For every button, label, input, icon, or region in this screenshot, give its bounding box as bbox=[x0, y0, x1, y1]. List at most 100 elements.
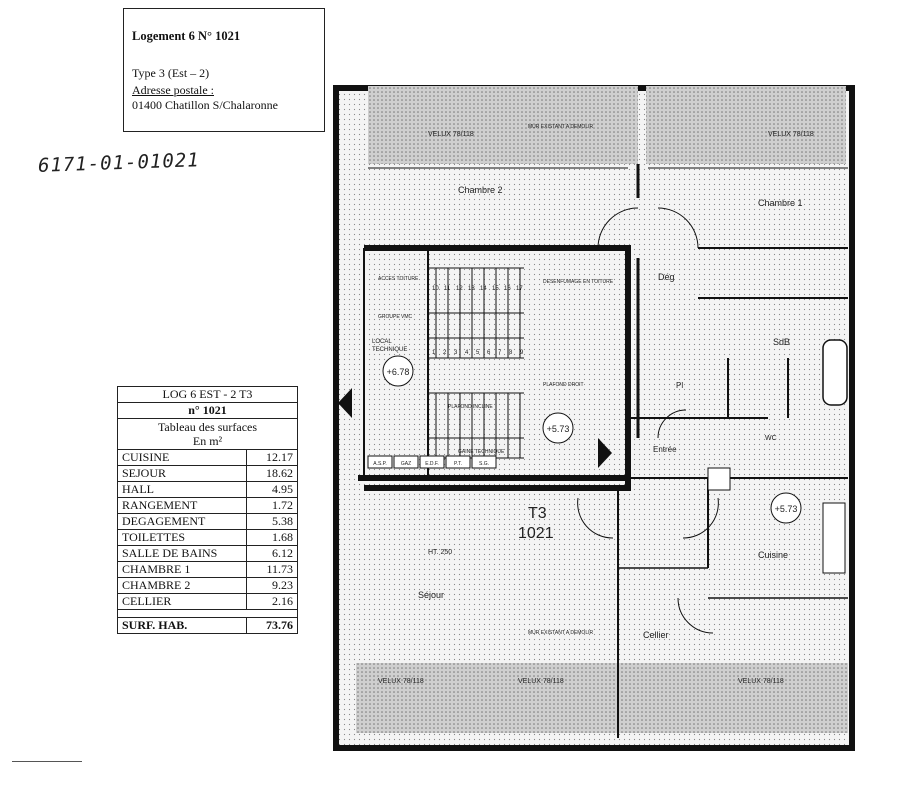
level-circle-3 bbox=[770, 492, 802, 524]
dwelling-type: Type 3 (Est – 2) bbox=[132, 66, 210, 80]
meter-box bbox=[367, 455, 393, 469]
velux-label: VELUX 78/118 bbox=[378, 678, 424, 685]
surface-table: LOG 6 EST - 2 T3 n° 1021 Tableau des sur… bbox=[117, 386, 298, 634]
room-name: SEJOUR bbox=[117, 465, 247, 482]
outer-wall bbox=[333, 85, 855, 751]
chimney-box bbox=[707, 467, 731, 491]
roof-slope-top-right bbox=[646, 86, 846, 164]
stair-number: 11 bbox=[444, 286, 451, 292]
address-city: 01400 Chatillon S/Chalaronne bbox=[132, 98, 278, 112]
room-area: 4.95 bbox=[246, 481, 298, 498]
arrow-right-icon bbox=[598, 438, 612, 468]
table-spacer bbox=[117, 609, 298, 618]
meter-box bbox=[393, 455, 419, 469]
room-area: 18.62 bbox=[246, 465, 298, 482]
desenfumage: DESENFUMAGE EN TOITURE bbox=[543, 279, 614, 285]
unit-label-1021: 1021 bbox=[518, 525, 554, 542]
table-header-2: n° 1021 bbox=[117, 402, 298, 419]
level-circle-2 bbox=[542, 412, 574, 444]
stair-number: 16 bbox=[504, 286, 511, 292]
room-chambre1: Chambre 1 bbox=[758, 198, 803, 208]
bathtub bbox=[822, 339, 848, 406]
stair-number: 3 bbox=[454, 350, 458, 356]
room-name: DEGAGEMENT bbox=[117, 513, 247, 530]
meter-box bbox=[471, 455, 497, 469]
level-label-3: +5.73 bbox=[775, 504, 798, 514]
kitchen-sink bbox=[822, 502, 846, 574]
unit-label-t3: T3 bbox=[528, 505, 547, 522]
meter-label: S.G. bbox=[479, 461, 489, 467]
room-name: CUISINE bbox=[117, 449, 247, 466]
table-caption-line2: En m² bbox=[192, 434, 223, 448]
dwelling-title: Logement 6 N° 1021 bbox=[132, 29, 241, 43]
stair-number: 6 bbox=[487, 350, 491, 356]
room-name: RANGEMENT bbox=[117, 497, 247, 514]
velux-label: VELUX 78/118 bbox=[738, 678, 784, 685]
mur-existant-bottom: MUR EXISTANT A DEMOLIR bbox=[528, 630, 593, 636]
velux-label: VELUX 78/118 bbox=[428, 131, 474, 138]
room-chambre2: Chambre 2 bbox=[458, 185, 503, 195]
mur-existant-top: MUR EXISTANT A DEMOLIR bbox=[528, 124, 593, 130]
room-name: CHAMBRE 2 bbox=[117, 577, 247, 594]
room-area: 5.38 bbox=[246, 513, 298, 530]
groupe-vmc: GROUPE VMC bbox=[378, 314, 413, 320]
ceiling-height: HT. 250 bbox=[428, 549, 452, 556]
stair-number: 8 bbox=[509, 350, 513, 356]
roof-slope-top-left bbox=[368, 86, 638, 164]
arrow-left-icon bbox=[338, 388, 352, 418]
meter-label: GAZ bbox=[401, 461, 411, 467]
local-technique-2: TECHNIQUE bbox=[372, 347, 407, 353]
divider-line bbox=[12, 761, 82, 762]
velux-label: VELUX 78/118 bbox=[518, 678, 564, 685]
handwritten-reference: 6171-01-01021 bbox=[37, 149, 201, 177]
plafond-incline: PLAFOND INCLINE bbox=[448, 404, 493, 410]
level-label-2: +5.73 bbox=[547, 424, 570, 434]
dwelling-info-box: Logement 6 N° 1021 Type 3 (Est – 2) Adre… bbox=[123, 8, 325, 132]
stair-number: 4 bbox=[465, 350, 469, 356]
gaine-technique: GAINE TECHNIQUE bbox=[458, 449, 505, 455]
room-area: 11.73 bbox=[246, 561, 298, 578]
stair-number: 12 bbox=[456, 286, 463, 292]
stair-number: 1 bbox=[432, 350, 436, 356]
address-label: Adresse postale : bbox=[132, 83, 214, 97]
room-area: 1.68 bbox=[246, 529, 298, 546]
room-cuisine: Cuisine bbox=[758, 550, 788, 560]
meter-box bbox=[445, 455, 471, 469]
stair-number: 9 bbox=[520, 350, 524, 356]
room-entree: Entrée bbox=[653, 445, 677, 454]
room-area: 1.72 bbox=[246, 497, 298, 514]
plafond-droit: PLAFOND DROIT bbox=[543, 382, 584, 388]
roof-slope-bottom bbox=[356, 663, 848, 733]
room-area: 2.16 bbox=[246, 593, 298, 610]
table-caption: Tableau des surfaces En m² bbox=[117, 418, 298, 450]
room-name: TOILETTES bbox=[117, 529, 247, 546]
room-deg: Dég bbox=[658, 272, 675, 282]
meter-label: E.D.F. bbox=[425, 461, 439, 467]
stair-number: 14 bbox=[480, 286, 487, 292]
room-area: 9.23 bbox=[246, 577, 298, 594]
room-area: 12.17 bbox=[246, 449, 298, 466]
room-wc: WC bbox=[765, 435, 777, 442]
room-name: CELLIER bbox=[117, 593, 247, 610]
room-sejour: Séjour bbox=[418, 590, 444, 600]
velux-label: VELUX 78/118 bbox=[768, 131, 814, 138]
meter-box bbox=[419, 455, 445, 469]
stair-number: 13 bbox=[468, 286, 475, 292]
room-name: CHAMBRE 1 bbox=[117, 561, 247, 578]
room-name: HALL bbox=[117, 481, 247, 498]
acces-toiture: ACCES TOITURE bbox=[378, 276, 419, 282]
local-technique-1: LOCAL bbox=[372, 339, 392, 345]
